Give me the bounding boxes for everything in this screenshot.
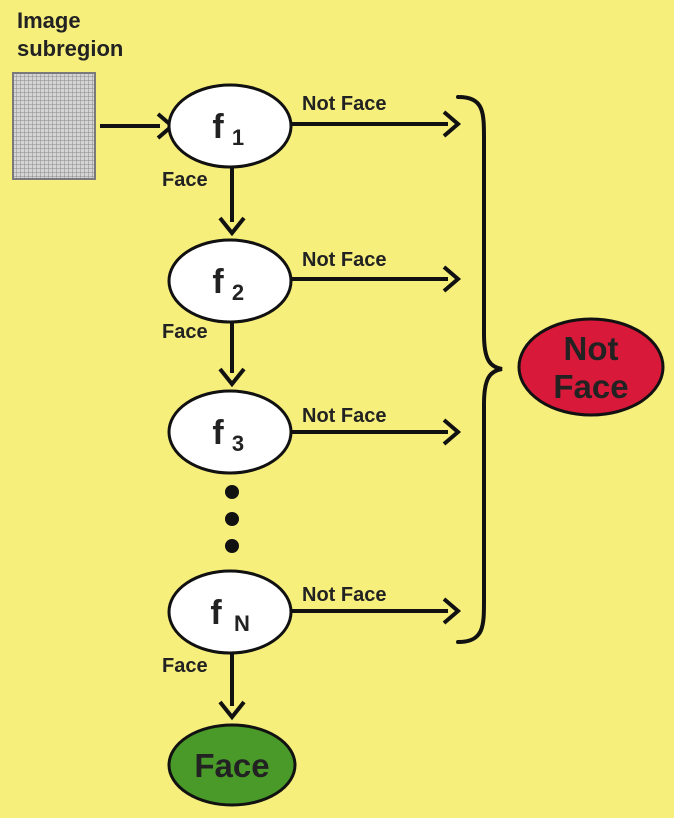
classifier-node-f1: f 1 <box>167 83 293 169</box>
classifier-node-f2: f 2 <box>167 238 293 324</box>
ellipsis-dot-1 <box>225 485 239 499</box>
classifier-f2-main: f <box>212 263 224 301</box>
classifier-f1-main: f <box>212 108 224 146</box>
face-label-1: Face <box>162 169 208 191</box>
face-arrow-final <box>218 654 246 721</box>
not-face-arrow-1 <box>292 110 462 138</box>
ellipsis-dot-3 <box>225 539 239 553</box>
not-face-outcome-line2: Face <box>553 368 628 405</box>
classifier-node-f3: f 3 <box>167 389 293 475</box>
face-outcome-label: Face <box>194 747 269 784</box>
face-arrow-2 <box>218 323 246 388</box>
not-face-arrow-2 <box>292 265 462 293</box>
classifier-f3-main: f <box>212 414 224 452</box>
not-face-label-3: Not Face <box>302 405 386 427</box>
classifier-node-fN: f N <box>167 569 293 655</box>
classifier-f1-sub: 1 <box>232 125 244 150</box>
classifier-fN-sub: N <box>234 611 250 636</box>
classifier-f2-sub: 2 <box>232 280 244 305</box>
face-label-2: Face <box>162 321 208 343</box>
classifier-fN-main: f <box>210 594 222 632</box>
not-face-arrow-3 <box>292 418 462 446</box>
not-face-label-1: Not Face <box>302 93 386 115</box>
ellipsis-dot-2 <box>225 512 239 526</box>
not-face-arrow-N <box>292 597 462 625</box>
classifier-f3-sub: 3 <box>232 431 244 456</box>
not-face-label-2: Not Face <box>302 249 386 271</box>
input-label-line2: subregion <box>17 36 123 61</box>
face-arrow-1 <box>218 168 246 237</box>
face-label-final: Face <box>162 655 208 677</box>
image-subregion-thumbnail <box>12 72 96 180</box>
input-label-line1: Image <box>17 8 81 33</box>
not-face-outcome-node: Not Face <box>517 317 665 417</box>
not-face-outcome-line1: Not <box>564 330 619 367</box>
grouping-brace <box>456 95 503 644</box>
face-outcome-node: Face <box>167 723 297 807</box>
not-face-label-N: Not Face <box>302 584 386 606</box>
